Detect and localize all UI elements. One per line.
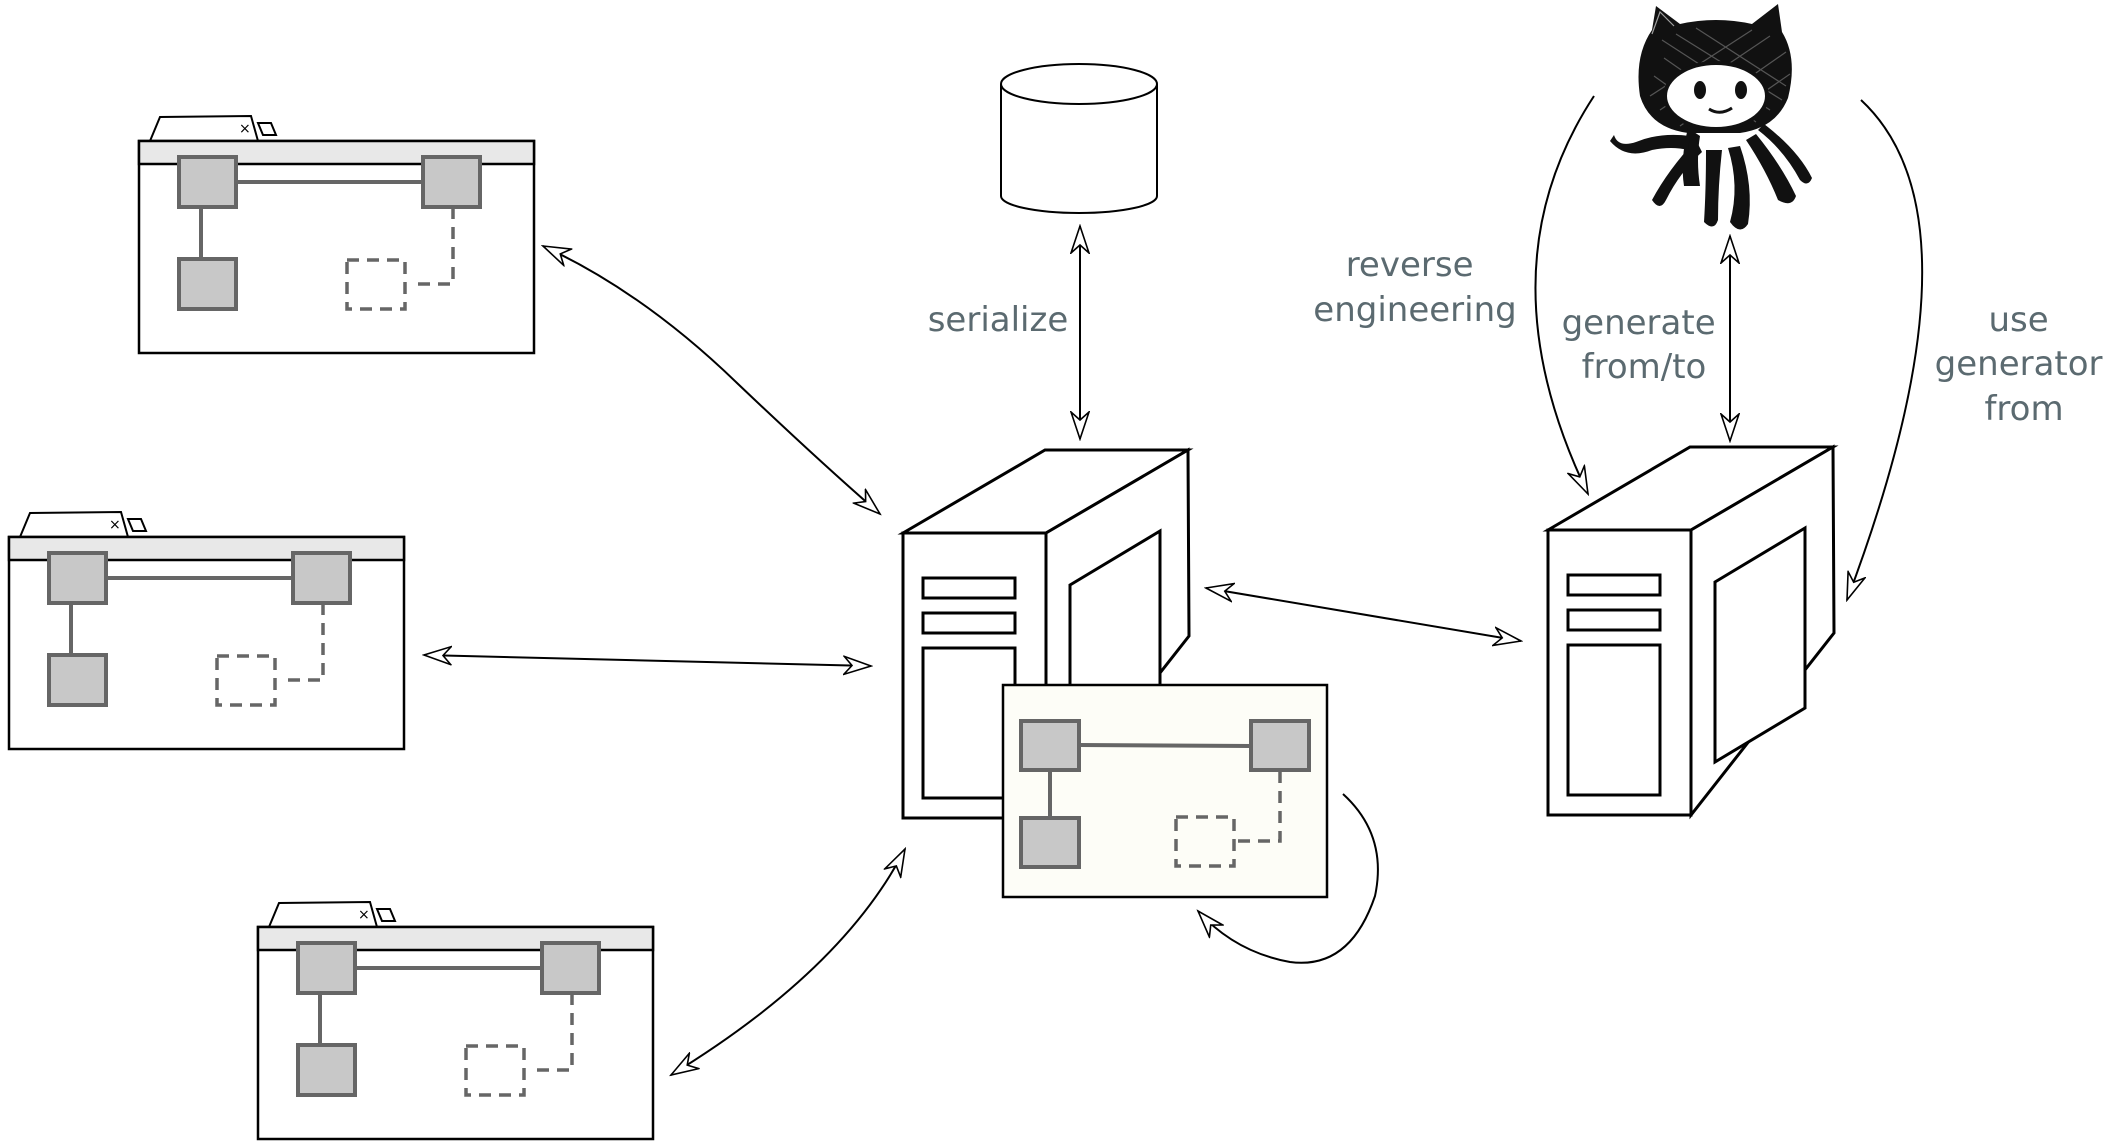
arrow-self-loop <box>1198 793 1379 964</box>
editor-window-top <box>137 114 536 355</box>
arrow-reverse-engineering <box>1534 95 1595 494</box>
label-use-generator-from: use generator from <box>1935 300 2113 429</box>
arrow-window-middle-server <box>424 655 871 666</box>
arrow-window-bottom-server <box>671 849 905 1075</box>
arrow-use-generator <box>1846 99 1924 600</box>
github-octocat-icon <box>1610 4 1812 230</box>
editor-window-bottom <box>256 900 655 1141</box>
arrows <box>424 95 1924 1075</box>
arrow-window-top-server <box>543 246 880 514</box>
editor-window-middle <box>7 510 406 751</box>
central-model-view <box>1001 683 1329 899</box>
label-serialize: serialize <box>928 300 1069 340</box>
database-cylinder-icon <box>1000 63 1158 214</box>
arrow-server-to-server <box>1206 588 1521 641</box>
label-reverse-engineering: reverse engineering <box>1313 245 1516 330</box>
label-generate-from-to: generate from/to <box>1562 303 1727 387</box>
generator-server-tower <box>1546 445 1836 817</box>
